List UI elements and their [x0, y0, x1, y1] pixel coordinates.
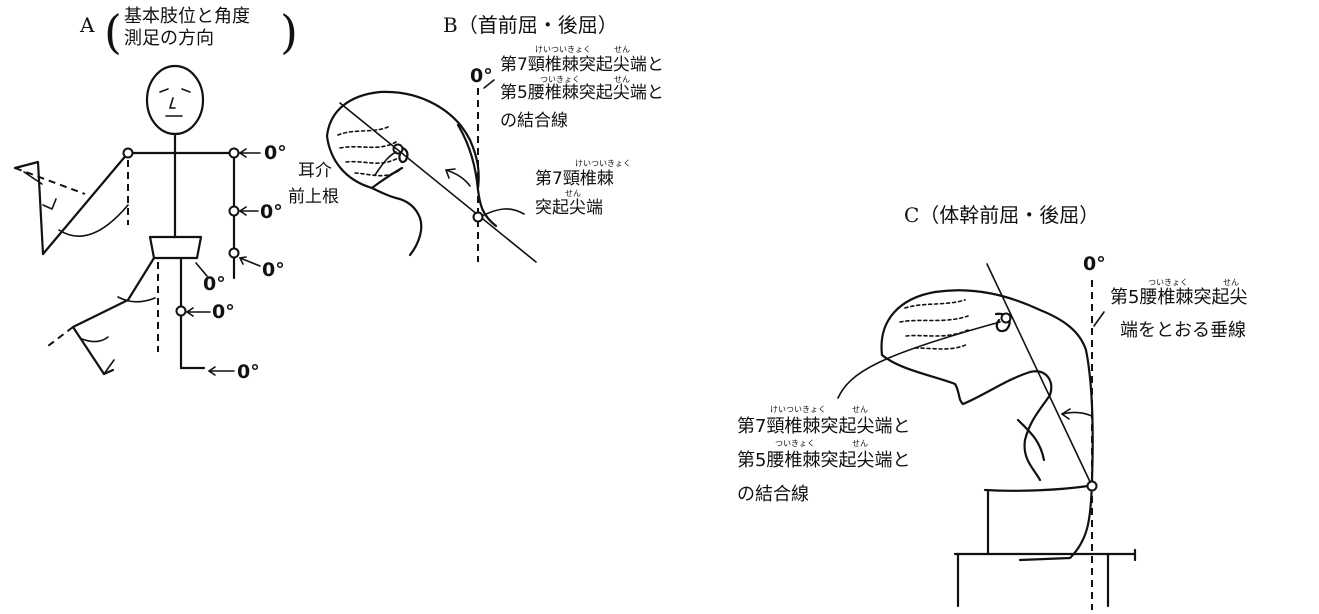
zero-label-ankle: 0°: [237, 361, 260, 383]
head-b-outline: [325, 90, 480, 257]
figure-face: [159, 88, 191, 117]
panel-b-point-label-1: 第7頸椎棘: [535, 169, 614, 189]
panel-b-line-label-1: 第7頸椎棘突起尖端と: [500, 55, 664, 75]
ruby-c-5: ついきょく: [775, 439, 815, 448]
ruby-b-6: せん: [565, 189, 581, 198]
figure-pelvis: [148, 235, 203, 260]
panel-c: C（体幹前屈・後屈） 0° ついきょく せん 第5腰椎棘突起尖 端をとおる垂線 …: [737, 203, 1247, 610]
joint-right-elbow: [228, 205, 240, 217]
panel-b-line-label-2: 第5腰椎棘突起尖端と: [500, 83, 664, 103]
panel-b-ear-label-2: 前上根: [288, 187, 339, 207]
forearm-c: [1016, 418, 1046, 462]
arrow-ankle-zero: [207, 366, 235, 376]
panel-a-close-paren: ): [280, 5, 298, 59]
left-knee-angle-arc: [81, 336, 109, 343]
ruby-b-5: けいついきょく: [575, 159, 631, 168]
l5-point-c: [1086, 480, 1098, 492]
left-ankle-arrow: [103, 359, 115, 375]
panel-b-angle-arrow: [445, 168, 456, 179]
panel-a-open-paren: (: [104, 5, 122, 59]
left-knee-dash: [47, 326, 74, 347]
lap-c: [983, 484, 1090, 492]
ruby-c-2: せん: [1223, 278, 1239, 287]
left-hand-ref: [23, 171, 43, 185]
ruby-c-6: せん: [852, 439, 868, 448]
figure-head: [145, 64, 205, 136]
panel-c-vertical-label-2: 端をとおる垂線: [1120, 320, 1246, 341]
torso-c-back: [880, 289, 1094, 562]
arrow-hip-zero: [195, 262, 208, 277]
panel-c-line-label-2: 第5腰椎棘突起尖端と: [737, 450, 910, 471]
ruby-b-1: けいついきょく: [535, 45, 591, 54]
panel-c-angle-arc: [1061, 411, 1093, 417]
joint-left-shoulder: [122, 147, 134, 159]
joint-right-knee: [175, 305, 187, 317]
left-arm-arrow: [42, 198, 57, 210]
panel-b-zero: 0°: [470, 65, 493, 87]
zero-label-elbow: 0°: [260, 201, 283, 223]
panel-b-line-label-3: の結合線: [500, 111, 568, 131]
zero-label-knee: 0°: [212, 301, 235, 323]
panel-b-ear-label-1: 耳介: [298, 161, 332, 181]
joint-right-wrist: [228, 247, 240, 259]
head-b-neck-front: [370, 166, 404, 190]
ear-point-c: [1000, 312, 1012, 324]
c7-leader-b: [481, 208, 525, 217]
figure-left-leg: [71, 256, 156, 376]
panel-c-zero: 0°: [1083, 253, 1106, 275]
ruby-c-3: けいついきょく: [770, 405, 826, 414]
panel-c-line-label-3: の結合線: [737, 484, 809, 505]
stick-figure: [13, 64, 261, 376]
ruby-b-4: せん: [614, 75, 630, 84]
arm-c: [961, 370, 1053, 482]
panel-b-point-label-2: 突起尖端: [535, 198, 603, 218]
panel-c-angle-arrow: [1061, 408, 1071, 420]
panel-b-title: B（首前屈・後屈）: [443, 13, 618, 37]
panel-c-line-label-1: 第7頸椎棘突起尖端と: [737, 416, 910, 437]
panel-b: B（首前屈・後屈） 0° けいついきょく せん 第7頸椎棘突起尖端と ついきょく…: [288, 13, 664, 263]
line-leader-b: [483, 79, 495, 89]
arrow-elbow-zero: [238, 206, 259, 216]
arrow-knee-zero: [185, 307, 211, 317]
head-b-hair: [337, 125, 401, 177]
zero-label-wrist: 0°: [262, 259, 285, 281]
left-arm-angle-arc: [58, 204, 129, 237]
ruby-b-2: せん: [614, 45, 630, 54]
line-leader-c: [837, 321, 1001, 399]
ruby-c-4: せん: [852, 405, 868, 414]
figure-left-foot: [102, 368, 115, 376]
zero-label-shoulder: 0°: [264, 142, 287, 164]
ear-leader-b: [374, 151, 397, 176]
ruby-b-3: ついきょく: [540, 75, 580, 84]
panel-c-title: C（体幹前屈・後屈）: [904, 203, 1099, 227]
panel-b-angle-arc: [445, 169, 471, 187]
c7-point-b: [472, 211, 484, 223]
panel-a-title-line1: 基本肢位と角度: [124, 6, 250, 27]
panel-b-connecting-line: [339, 102, 537, 263]
arrow-wrist-zero: [238, 256, 261, 267]
arrow-shoulder-zero: [238, 148, 261, 158]
zero-label-hip: 0°: [203, 273, 226, 295]
ruby-c-1: ついきょく: [1148, 278, 1188, 287]
joint-right-shoulder: [228, 147, 240, 159]
figure-left-hand: [13, 160, 45, 256]
left-hip-angle-arc: [117, 296, 156, 303]
panel-c-vertical-label-1: 第5腰椎棘突起尖: [1110, 287, 1247, 308]
figure-left-arm: [41, 151, 130, 256]
panel-a: A ( 基本肢位と角度 測足の方向 ): [13, 5, 298, 383]
left-hand-dash: [14, 167, 86, 195]
panel-a-title-line2: 測足の方向: [124, 28, 214, 49]
head-c-face: [880, 353, 965, 406]
panel-a-letter: A: [79, 13, 95, 37]
vertical-leader-c: [1093, 311, 1105, 327]
head-c-hair: [899, 299, 969, 350]
panel-c-connecting-line: [986, 263, 1093, 487]
